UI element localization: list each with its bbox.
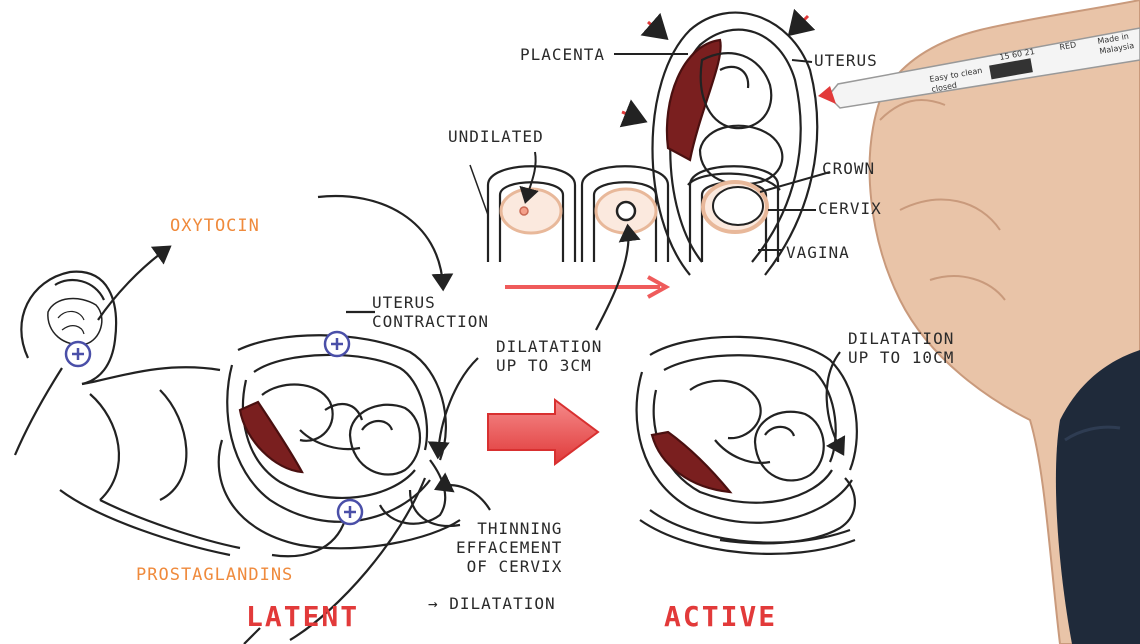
label-cervix: CERVIX (818, 200, 882, 219)
label-dilatation-3cm: DILATATION UP TO 3CM (496, 338, 602, 376)
label-placenta: PLACENTA (520, 46, 605, 65)
label-uterus-contraction: UTERUS CONTRACTION (372, 294, 489, 332)
hand-with-marker: Easy to clean closed 15 60 21 RED Made i… (818, 0, 1140, 644)
dilatation-3cm-pointer (596, 228, 629, 330)
plus-brain (66, 342, 90, 366)
label-oxytocin: OXYTOCIN (170, 216, 260, 236)
active-uterus (637, 337, 857, 554)
label-prostaglandins: PROSTAGLANDINS (136, 565, 293, 585)
label-dilatation-10cm: DILATATION UP TO 10CM (848, 330, 954, 368)
plus-prostaglandins (338, 500, 362, 524)
stage-transition-arrow (488, 400, 598, 464)
mother-outline (21, 272, 240, 555)
label-latent: LATENT (246, 600, 359, 633)
label-vagina: VAGINA (786, 244, 850, 263)
dilatation-10cm-pointer (827, 352, 842, 452)
cervix-undilated (470, 165, 575, 262)
label-active: ACTIVE (664, 600, 777, 633)
label-arrow-dilatation: → DILATATION (428, 595, 556, 614)
label-thinning-effacement: THINNING EFFACEMENT OF CERVIX (456, 520, 562, 577)
progress-arrow (505, 277, 666, 297)
label-uterus-top: UTERUS (814, 52, 878, 71)
plus-uterus (325, 332, 349, 356)
oxytocin-source-arrow (15, 368, 62, 455)
label-crown: CROWN (822, 160, 875, 179)
top-uterus-fetus (653, 13, 818, 275)
label-undilated: UNDILATED (448, 128, 544, 147)
